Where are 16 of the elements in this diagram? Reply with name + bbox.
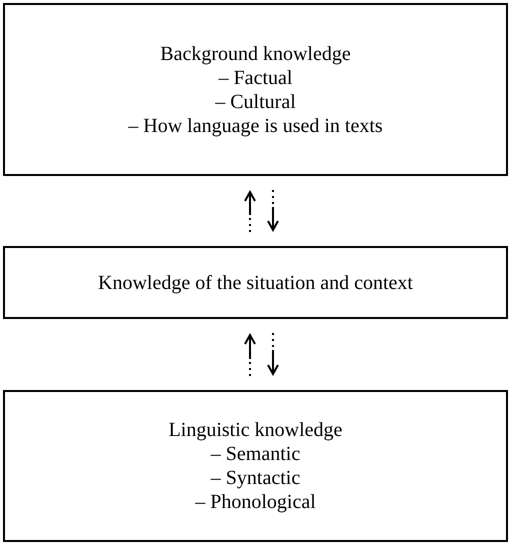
list-item: – Factual	[218, 66, 292, 90]
text-box	[3, 390, 508, 542]
text-box	[3, 246, 508, 319]
list-item: – Phonological	[195, 490, 316, 514]
list-item: – Syntactic	[210, 466, 300, 490]
arrow	[267, 190, 279, 231]
list-item: – Semantic	[210, 442, 300, 466]
arrow	[244, 334, 256, 376]
box-heading: Linguistic knowledge	[168, 418, 342, 442]
list-item: – How language is used in texts	[128, 114, 383, 138]
text-box	[3, 3, 508, 176]
list-item: – Cultural	[215, 90, 296, 114]
box-heading: Background knowledge	[160, 42, 351, 66]
arrow	[267, 333, 279, 375]
box-text: Knowledge of the situation and context	[98, 270, 413, 294]
arrow	[244, 191, 256, 232]
